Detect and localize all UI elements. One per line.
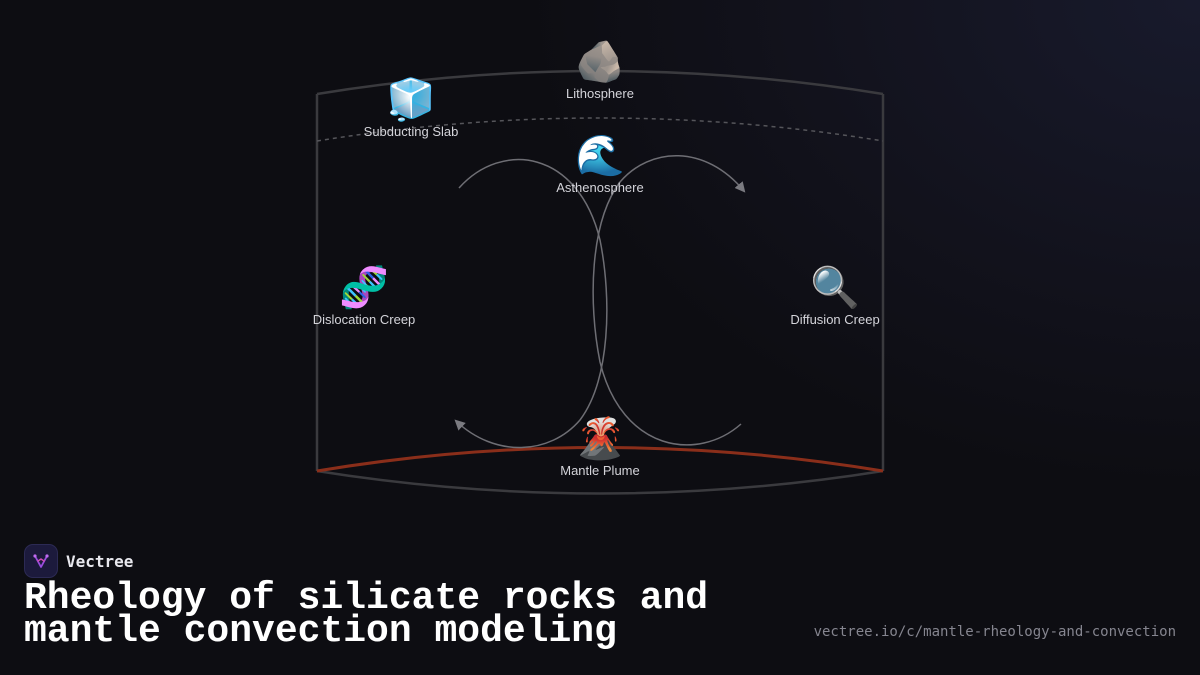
- dna-icon: 🧬: [339, 265, 389, 310]
- node-lithosphere: 🪨 Lithosphere: [510, 38, 690, 102]
- dislocation-creep-label: Dislocation Creep: [312, 312, 416, 327]
- brand[interactable]: Vectree: [24, 544, 133, 578]
- right-convection-cell-arrow: [592, 155, 746, 446]
- node-mantle-plume: 🌋 Mantle Plume: [510, 415, 690, 479]
- earth-surface-arc: [316, 69, 884, 96]
- vectree-logo-icon: [24, 544, 58, 578]
- node-subducting-slab: 🧊 Subducting Slab: [321, 76, 501, 140]
- diffusion-creep-label: Diffusion Creep: [790, 312, 880, 327]
- asthenosphere-label: Asthenosphere: [556, 180, 644, 195]
- ice-cube-icon: 🧊: [386, 77, 436, 122]
- water-wave-icon: 🌊: [575, 133, 625, 178]
- rock-icon: 🪨: [575, 39, 625, 84]
- lithosphere-label: Lithosphere: [566, 86, 634, 101]
- core-mantle-boundary: [316, 446, 884, 473]
- magnifying-glass-icon: 🔍: [810, 265, 860, 310]
- lithosphere-asthenosphere-boundary: [316, 117, 884, 142]
- node-diffusion-creep: 🔍 Diffusion Creep: [745, 264, 925, 328]
- node-asthenosphere: 🌊 Asthenosphere: [510, 132, 690, 196]
- mantle-plume-label: Mantle Plume: [560, 463, 640, 478]
- core-lower-arc: [316, 469, 884, 495]
- node-dislocation-creep: 🧬 Dislocation Creep: [274, 264, 454, 328]
- left-convection-cell-arrow: [454, 158, 608, 449]
- page-url[interactable]: vectree.io/c/mantle-rheology-and-convect…: [813, 624, 1176, 640]
- volcano-icon: 🌋: [575, 416, 625, 461]
- brand-name: Vectree: [66, 551, 134, 571]
- page-title: Rheology of silicate rocks and mantle co…: [24, 577, 709, 653]
- subducting-slab-label: Subducting Slab: [363, 124, 459, 139]
